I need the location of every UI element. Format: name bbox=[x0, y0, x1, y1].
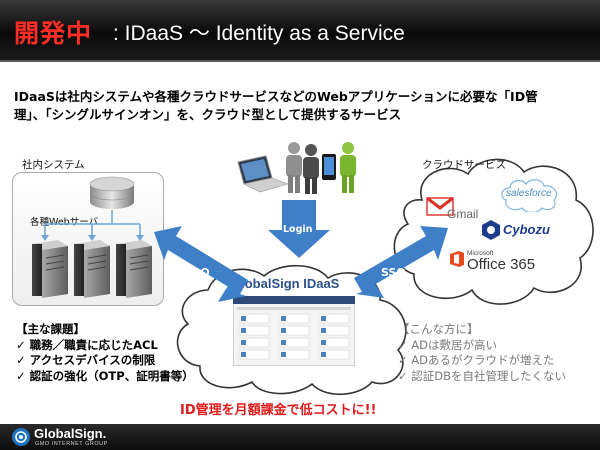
footer-logo-sub: GMO INTERNET GROUP bbox=[35, 441, 108, 447]
sso-right-label: SSO bbox=[381, 266, 406, 279]
list-item: ✓ ADは敷居が高い bbox=[398, 337, 498, 352]
issues-list: 【主な課題】 ✓ 職務／職責に応じたACL ✓ アクセスデバイスの制限 ✓ 認証… bbox=[16, 322, 194, 384]
login-arrow bbox=[268, 200, 330, 258]
office-icon bbox=[450, 251, 464, 267]
servers-label: 各種Webサーバ bbox=[30, 217, 99, 228]
globalsign-logo-icon bbox=[12, 428, 30, 446]
targets-heading: 【こんな方に】 bbox=[398, 322, 479, 336]
cybozu-label: Cybozu bbox=[503, 222, 550, 237]
gmail-icon bbox=[426, 196, 454, 216]
dashboard-screenshot bbox=[233, 296, 355, 366]
check-icon: ✓ bbox=[16, 368, 30, 383]
gmail-label: Gmail bbox=[447, 207, 479, 221]
issues-heading: 【主な課題】 bbox=[16, 322, 85, 336]
list-item: ✓ ADあるがクラウドが増えた bbox=[398, 353, 555, 367]
check-icon: ✓ bbox=[398, 368, 412, 383]
footer-logo: GlobalSign. bbox=[34, 426, 107, 441]
office-microsoft-label: Microsoft bbox=[467, 250, 494, 257]
list-item: ✓ 職務／職責に応じたACL bbox=[16, 337, 158, 352]
intro-line-2: 理」、「シングルサインオン」を、クラウド型として提供するサービス bbox=[14, 107, 402, 122]
slogan: ID管理を月額課金で低コストに!! bbox=[180, 403, 377, 418]
title-highlight: 開発中 bbox=[14, 19, 93, 48]
users-devices-icon bbox=[237, 142, 356, 194]
title-bar bbox=[0, 0, 600, 62]
server-rack-icon bbox=[32, 240, 152, 298]
internal-caption: 社内システム bbox=[22, 159, 85, 171]
database-icon bbox=[89, 176, 135, 209]
footer-bar bbox=[0, 424, 600, 450]
sso-arrow-left bbox=[154, 226, 248, 302]
intro-line-1: IDaaSは社内システムや各種クラウドサービスなどのWebアプリケーションに必要… bbox=[14, 89, 538, 104]
sso-arrow-right bbox=[354, 226, 448, 298]
list-item: ✓ 認証の強化（OTP、証明書等） bbox=[16, 368, 194, 383]
laptop-icon bbox=[237, 155, 289, 193]
salesforce-label: salesforce bbox=[506, 188, 552, 199]
check-icon: ✓ bbox=[398, 337, 412, 352]
cloud-caption: クラウドサービス bbox=[422, 159, 506, 171]
salesforce-cloud-icon bbox=[501, 179, 557, 212]
login-label: Login bbox=[283, 224, 313, 235]
sso-left-label: SSO bbox=[185, 266, 210, 279]
check-icon: ✓ bbox=[16, 353, 30, 367]
office-label: Office 365 bbox=[467, 256, 536, 273]
check-icon: ✓ bbox=[16, 337, 30, 352]
cybozu-icon bbox=[482, 220, 500, 240]
list-item: ✓ アクセスデバイスの制限 bbox=[16, 353, 156, 367]
service-name: GlobalSign IDaaS bbox=[231, 276, 340, 291]
check-icon: ✓ bbox=[398, 353, 412, 367]
server-connectors bbox=[41, 210, 144, 241]
targets-list: 【こんな方に】 ✓ ADは敷居が高い ✓ ADあるがクラウドが増えた ✓ 認証D… bbox=[398, 322, 566, 384]
intro-text: IDaaSは社内システムや各種クラウドサービスなどのWebアプリケーションに必要… bbox=[14, 88, 589, 124]
page-title: : IDaaS 〜 Identity as a Service bbox=[113, 22, 405, 45]
list-item: ✓ 認証DBを自社管理したくない bbox=[398, 368, 567, 383]
